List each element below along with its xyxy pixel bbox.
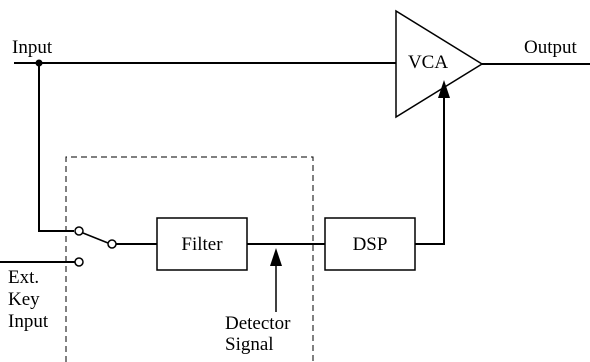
ext-key-input-label-line3: Input xyxy=(8,311,49,332)
filter-box xyxy=(156,217,248,271)
detector-region-border xyxy=(65,156,314,362)
switch-contact-external xyxy=(74,257,84,267)
dsp-box xyxy=(324,217,416,271)
dsp-label: DSP xyxy=(352,234,388,255)
switch-pivot xyxy=(107,239,117,249)
vca-control-arrowhead xyxy=(438,80,450,98)
switch-contact-internal xyxy=(74,226,84,236)
output-label: Output xyxy=(524,37,577,58)
detector-signal-label-line2: Signal xyxy=(225,334,274,355)
ext-key-input-label-line1: Ext. xyxy=(8,267,40,288)
input-label: Input xyxy=(12,37,53,58)
detector-signal-label-line1: Detector xyxy=(225,313,291,334)
sidechain-tap-wire xyxy=(38,63,74,232)
vca-label: VCA xyxy=(407,52,449,73)
switch-arm xyxy=(82,232,109,244)
filter-label: Filter xyxy=(181,234,223,255)
dsp-to-vca-control-wire xyxy=(415,95,445,245)
vca-triangle xyxy=(395,9,484,119)
detector-signal-arrowhead xyxy=(270,248,282,266)
ext-key-input-label-line2: Key xyxy=(8,289,40,310)
